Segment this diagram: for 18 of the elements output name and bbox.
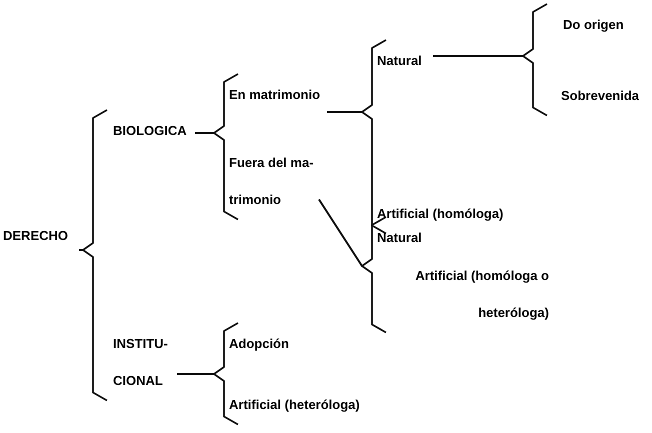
branch-label: Fuera del ma- trimonio [229, 144, 317, 218]
branch-label: Adopción [229, 325, 319, 362]
branch-label: INSTITU- CIONAL [113, 325, 175, 399]
branch-label: Artificial (homóloga) [377, 195, 527, 232]
branch-label: DERECHO [3, 217, 77, 254]
branch-label: BIOLOGICA [113, 112, 193, 149]
branch-label: En matrimonio [229, 76, 325, 113]
brace-line [79, 249, 108, 402]
branch-label: Artificial (homóloga o heteróloga) [377, 257, 549, 331]
brace-line [318, 199, 386, 334]
branch-label: Artificial (heteróloga) [229, 386, 389, 423]
brace-line [195, 132, 238, 220]
branch-label: Do origen [563, 6, 648, 43]
brace-line [327, 111, 386, 234]
branch-label: Sobrevenida [561, 77, 649, 114]
branch-label: Natural [377, 42, 431, 79]
brace-line [433, 55, 548, 116]
brace-line [177, 373, 238, 426]
